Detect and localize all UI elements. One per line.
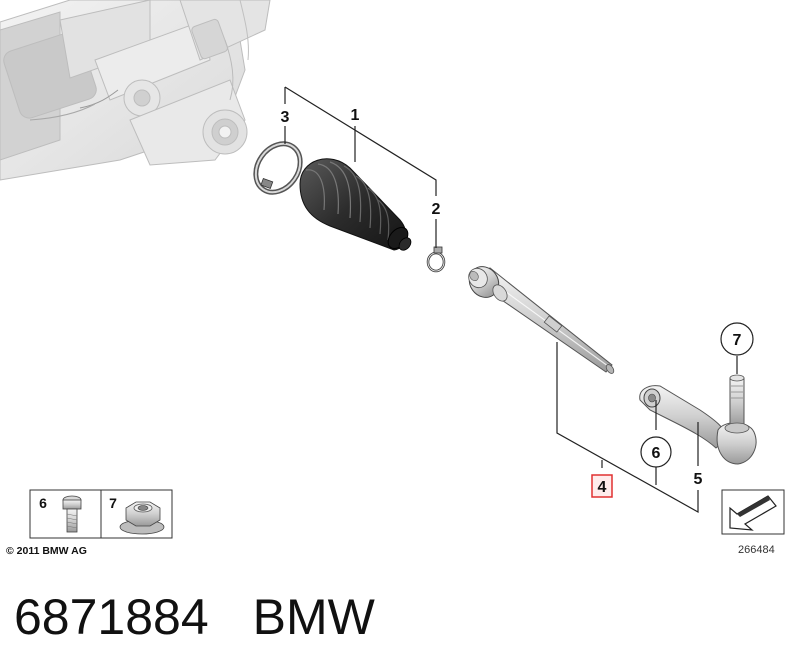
callout-label: 3 [281,109,290,126]
bolt-icon [62,495,82,533]
callout-label: 4 [598,479,607,496]
callout-label: 6 [652,445,661,462]
callout-label: 2 [432,201,441,218]
callout-6: 6 [640,436,672,468]
clip-ring [253,141,303,195]
callout-4: 4 [591,474,613,498]
image-number: 266484 [738,544,775,556]
legend-label: 7 [109,495,117,511]
callout-label: 5 [694,471,703,488]
callout-circle [720,322,754,356]
hex-nut-icon [119,501,165,535]
bellows-boot [299,158,412,251]
brand-name: BMW [252,589,375,645]
leader-lines [284,86,738,514]
callout-label: 1 [351,107,360,124]
legend-item-screw: 6 [39,495,82,533]
hose-clamp [426,246,446,273]
tie-rod [468,266,615,374]
callout-3: 3 [281,109,290,126]
steering-rack-housing [0,0,271,181]
callout-label: 7 [733,332,742,349]
callout-1: 1 [351,107,360,124]
legend-box: 6 7 [29,489,173,539]
callout-2: 2 [432,201,441,218]
callout-circle [640,436,672,468]
legend-label: 6 [39,495,47,511]
tie-rod-end [639,374,757,465]
orientation-arrow-icon [721,489,785,535]
callout-5: 5 [694,471,703,488]
callout-7: 7 [720,322,754,356]
part-number: 6871884 [14,589,209,645]
copyright-text: © 2011 BMW AG [6,545,87,557]
legend-item-nut: 7 [109,495,165,535]
callout-highlight-box [591,474,613,498]
part-caption: 6871884 BMW [14,588,375,646]
